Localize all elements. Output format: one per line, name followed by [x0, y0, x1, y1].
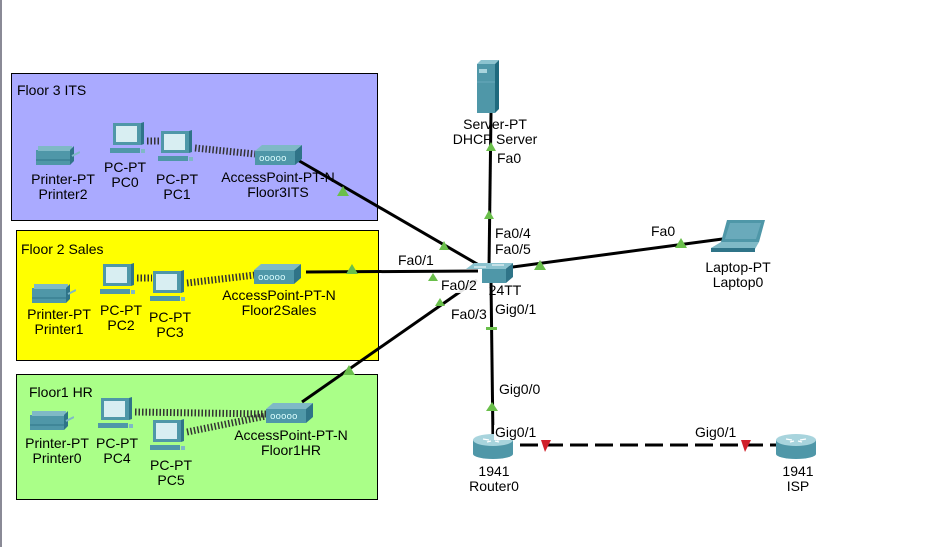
svg-text:ooooo: ooooo — [259, 154, 287, 164]
port-label-switch-fa02: Fa0/2 — [440, 277, 478, 293]
link-laptop-switch[interactable] — [504, 236, 731, 270]
link-up-indicator — [428, 273, 438, 281]
server-icon[interactable] — [477, 60, 499, 114]
link-up-indicator — [484, 210, 494, 219]
link-up-indicator — [337, 186, 349, 196]
svg-text:ooooo: ooooo — [258, 273, 286, 283]
printer-icon[interactable] — [30, 282, 76, 306]
pc-icon[interactable] — [150, 419, 188, 453]
link-down-indicator — [541, 440, 551, 452]
port-label-isp-gig01: Gig0/1 — [694, 424, 738, 440]
link-up-indicator — [343, 365, 355, 375]
port-label-laptop-fa0: Fa0 — [651, 223, 676, 239]
link-down-indicator — [741, 440, 751, 452]
port-label-switch-fa05: Fa0/5 — [495, 241, 531, 257]
wireless-link-pc4-ap1[interactable] — [134, 408, 267, 418]
link-up-indicator — [534, 260, 546, 270]
link-up-indicator — [675, 238, 687, 248]
cluster-floor2-sales[interactable]: Floor 2 Sales — [16, 230, 379, 361]
cluster-title: Floor1 HR — [29, 384, 93, 400]
router-icon[interactable] — [473, 432, 515, 460]
port-label-router0-gig00: Gig0/0 — [499, 381, 541, 397]
wireless-link-pc5-ap1[interactable] — [186, 412, 267, 436]
port-label-switch-fa04: Fa0/4 — [495, 225, 531, 241]
port-label-switch-gig01: Gig0/1 — [494, 301, 538, 317]
wireless-link-pc3-ap2[interactable] — [186, 271, 256, 287]
cluster-floor3-its[interactable]: Floor 3 ITS — [11, 73, 378, 221]
port-label-switch-fa03: Fa0/3 — [450, 306, 488, 322]
cluster-title: Floor 3 ITS — [17, 82, 87, 98]
pc-icon[interactable] — [110, 122, 148, 156]
link-up-indicator — [435, 298, 445, 306]
svg-text:ooooo: ooooo — [270, 412, 298, 422]
link-up-indicator — [346, 264, 358, 274]
printer-icon[interactable] — [34, 144, 80, 168]
pc-icon[interactable] — [150, 270, 188, 304]
printer-icon[interactable] — [28, 409, 74, 433]
port-label-server-fa0: Fa0 — [497, 150, 522, 166]
cluster-title: Floor 2 Sales — [21, 241, 104, 257]
pc-icon[interactable] — [100, 263, 138, 297]
access-point-icon[interactable]: ooooo — [266, 402, 314, 424]
port-label-router0-gig01: Gig0/1 — [494, 424, 538, 440]
pc-icon[interactable] — [158, 130, 196, 164]
link-ap1-switch[interactable] — [301, 278, 478, 404]
access-point-icon[interactable]: ooooo — [254, 263, 302, 285]
pc-icon[interactable] — [98, 397, 136, 431]
port-label-switch-fa01: Fa0/1 — [397, 252, 435, 268]
link-ap3-switch[interactable] — [295, 157, 485, 270]
router-icon[interactable] — [776, 432, 818, 460]
access-point-icon[interactable]: ooooo — [255, 144, 303, 166]
link-up-indicator — [486, 402, 498, 411]
laptop-icon[interactable] — [711, 218, 767, 254]
device-label-switch: 24TT — [488, 282, 522, 298]
switch-icon[interactable] — [466, 262, 514, 284]
wireless-link-pc1-ap3[interactable] — [194, 144, 256, 158]
link-switch-router0[interactable] — [489, 281, 495, 441]
link-up-indicator — [486, 142, 496, 151]
cluster-floor1-hr[interactable]: Floor1 HR — [16, 374, 378, 500]
link-ap2-switch[interactable] — [305, 269, 479, 274]
canvas-left-border — [0, 0, 2, 547]
link-server-switch[interactable] — [487, 111, 493, 269]
link-up-indicator — [439, 241, 449, 250]
link-up-indicator — [486, 327, 497, 330]
